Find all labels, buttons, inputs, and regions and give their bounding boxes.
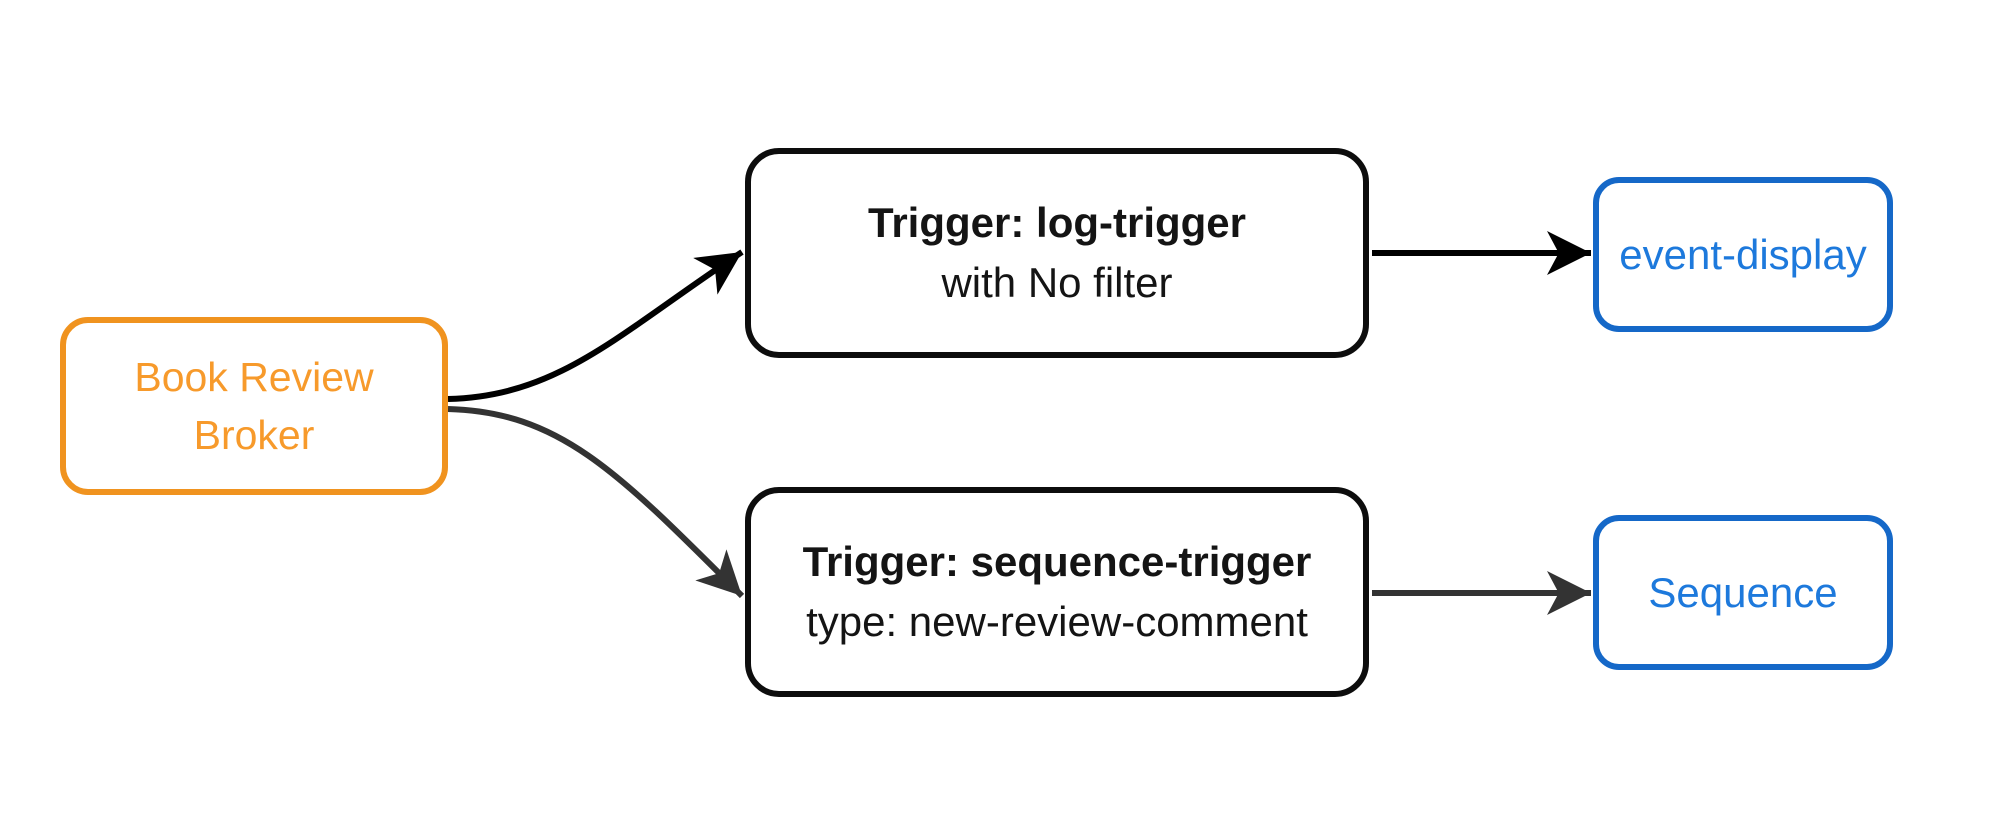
trigger-title: Trigger: log-trigger [868, 199, 1246, 247]
node-label: Book Review [134, 353, 374, 400]
node-log-trigger: Trigger: log-trigger with No filter [745, 148, 1369, 358]
trigger-subtitle: with No filter [941, 259, 1173, 306]
node-label: event-display [1619, 230, 1867, 278]
node-book-review-broker: Book Review Broker [60, 317, 448, 495]
node-sequence: Sequence [1593, 515, 1893, 670]
edge-broker-to-log-trigger [447, 249, 744, 402]
node-label: Broker [193, 412, 315, 458]
trigger-subtitle: type: new-review-comment [806, 598, 1308, 645]
node-sequence-trigger: Trigger: sequence-trigger type: new-revi… [745, 487, 1369, 697]
edge-broker-to-sequence-trigger [447, 406, 745, 599]
node-event-display: event-display [1593, 177, 1893, 332]
trigger-title: Trigger: sequence-trigger [802, 538, 1312, 586]
node-label: Sequence [1648, 568, 1838, 616]
